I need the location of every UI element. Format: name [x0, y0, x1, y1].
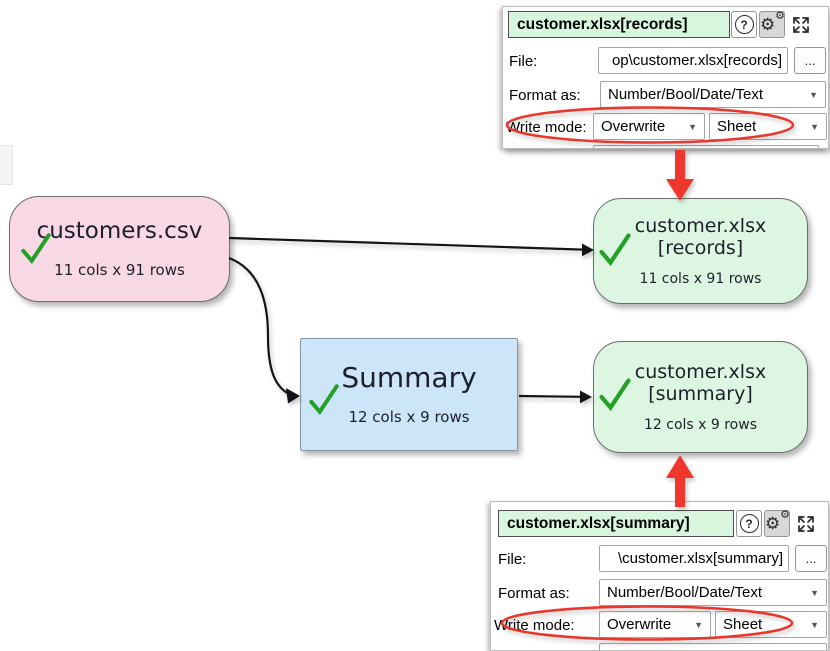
help-button[interactable]: ? [731, 11, 757, 38]
next-row-partial [599, 643, 827, 650]
check-icon [309, 384, 339, 416]
help-icon: ? [739, 514, 759, 533]
node-customer-xlsx-records[interactable]: customer.xlsx [records] 11 cols x 91 row… [593, 198, 808, 304]
node-title-line2: [records] [657, 237, 744, 259]
file-input[interactable] [599, 545, 789, 572]
node-customers-csv[interactable]: customers.csv 11 cols x 91 rows [9, 196, 230, 302]
panel-title: customer.xlsx[records] [508, 11, 730, 38]
help-button[interactable]: ? [736, 510, 762, 537]
node-subtitle: 11 cols x 91 rows [54, 260, 185, 279]
format-as-label: Format as: [498, 585, 570, 602]
check-icon [599, 378, 631, 411]
node-subtitle: 12 cols x 9 rows [643, 417, 757, 434]
write-mode-select[interactable]: Overwrite ▼ [593, 113, 705, 140]
panel-output-records: customer.xlsx[records] ? ⚙ ⚙ File: ... F… [502, 6, 829, 149]
browse-button[interactable]: ... [795, 545, 827, 572]
expand-button[interactable] [788, 11, 814, 38]
gear-icon: ⚙ ⚙ [765, 508, 790, 533]
settings-button[interactable]: ⚙ ⚙ [764, 508, 790, 537]
node-title: Summary [341, 361, 477, 395]
write-mode-select[interactable]: Overwrite ▼ [599, 611, 711, 638]
arrowhead [580, 390, 592, 404]
help-icon: ? [734, 15, 754, 34]
node-title-line2: [summary] [648, 383, 753, 405]
gear-icon: ⚙ ⚙ [760, 9, 785, 34]
panel-output-summary: customer.xlsx[summary] ? ⚙ ⚙ File: ... F… [490, 501, 829, 651]
chevron-down-icon: ▼ [810, 587, 819, 598]
connector-source-to-records [228, 236, 584, 251]
connector-summary-to-output [518, 394, 582, 398]
format-as-value: Number/Bool/Date/Text [607, 584, 763, 601]
sheet-mode-select[interactable]: Sheet ▼ [715, 611, 827, 638]
panel-title: customer.xlsx[summary] [498, 510, 734, 537]
arrowhead [286, 388, 300, 404]
write-mode-label: Write mode: [494, 617, 575, 634]
expand-icon [798, 515, 814, 532]
connector-source-to-summary [228, 256, 290, 395]
node-title: customers.csv [36, 218, 203, 245]
format-as-value: Number/Bool/Date/Text [608, 86, 764, 103]
check-icon [21, 233, 51, 265]
expand-icon [793, 16, 809, 33]
red-annotation-arrow-up [666, 455, 694, 507]
file-input[interactable] [598, 47, 788, 74]
node-title-line1: customer.xlsx [634, 214, 767, 237]
next-row-partial [593, 145, 819, 148]
node-title-line1: customer.xlsx [634, 360, 767, 383]
format-as-select[interactable]: Number/Bool/Date/Text ▼ [600, 81, 826, 108]
red-annotation-arrow-down [666, 150, 694, 201]
browse-button[interactable]: ... [794, 47, 826, 74]
expand-button[interactable] [793, 510, 819, 537]
left-edge-artifact [0, 145, 13, 185]
chevron-down-icon: ▼ [694, 619, 703, 630]
chevron-down-icon: ▼ [809, 89, 818, 100]
chevron-down-icon: ▼ [810, 121, 819, 132]
format-as-label: Format as: [509, 87, 581, 104]
sheet-mode-select[interactable]: Sheet ▼ [709, 113, 827, 140]
format-as-select[interactable]: Number/Bool/Date/Text ▼ [599, 579, 827, 606]
chevron-down-icon: ▼ [688, 121, 697, 132]
file-label: File: [498, 551, 527, 568]
node-summary[interactable]: Summary 12 cols x 9 rows [300, 338, 518, 451]
write-mode-value: Overwrite [601, 118, 666, 135]
node-subtitle: 12 cols x 9 rows [348, 407, 470, 426]
sheet-mode-value: Sheet [717, 118, 757, 135]
file-label: File: [509, 53, 538, 70]
sheet-mode-value: Sheet [723, 616, 763, 633]
write-mode-value: Overwrite [607, 616, 672, 633]
write-mode-label: Write mode: [506, 119, 587, 136]
node-subtitle: 11 cols x 91 rows [639, 271, 762, 288]
settings-button[interactable]: ⚙ ⚙ [759, 9, 785, 38]
check-icon [599, 233, 631, 266]
node-customer-xlsx-summary[interactable]: customer.xlsx [summary] 12 cols x 9 rows [593, 341, 808, 453]
chevron-down-icon: ▼ [810, 619, 819, 630]
